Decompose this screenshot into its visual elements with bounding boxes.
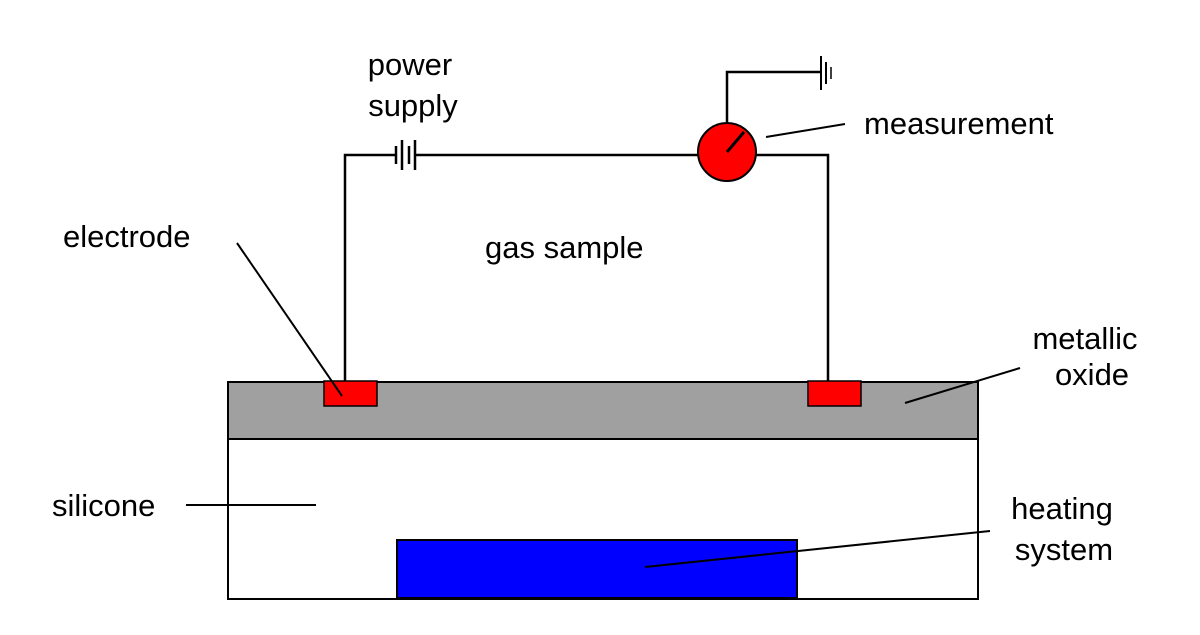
label-oxide: oxide (1055, 357, 1129, 392)
label-gas-sample: gas sample (485, 230, 644, 265)
ground-icon (725, 56, 832, 123)
electrode-right (807, 380, 862, 407)
circuit-wires (343, 153, 830, 381)
label-measurement: measurement (864, 106, 1054, 141)
label-supply: supply (368, 88, 458, 123)
battery-icon (394, 140, 417, 170)
label-silicone: silicone (52, 488, 155, 523)
label-electrode: electrode (63, 219, 191, 254)
leader-lines (186, 123, 1021, 568)
label-power: power (368, 47, 452, 82)
leader-heating-system (644, 530, 991, 568)
label-metallic: metallic (1032, 321, 1137, 356)
leader-metallic-oxide (904, 367, 1021, 404)
meter-icon (697, 122, 757, 182)
heating-system-block (396, 539, 798, 599)
leader-electrode (236, 242, 343, 397)
leader-measurement (765, 123, 846, 138)
label-system: system (1015, 532, 1113, 567)
electrode-left (323, 380, 378, 407)
label-heating: heating (1011, 491, 1113, 526)
